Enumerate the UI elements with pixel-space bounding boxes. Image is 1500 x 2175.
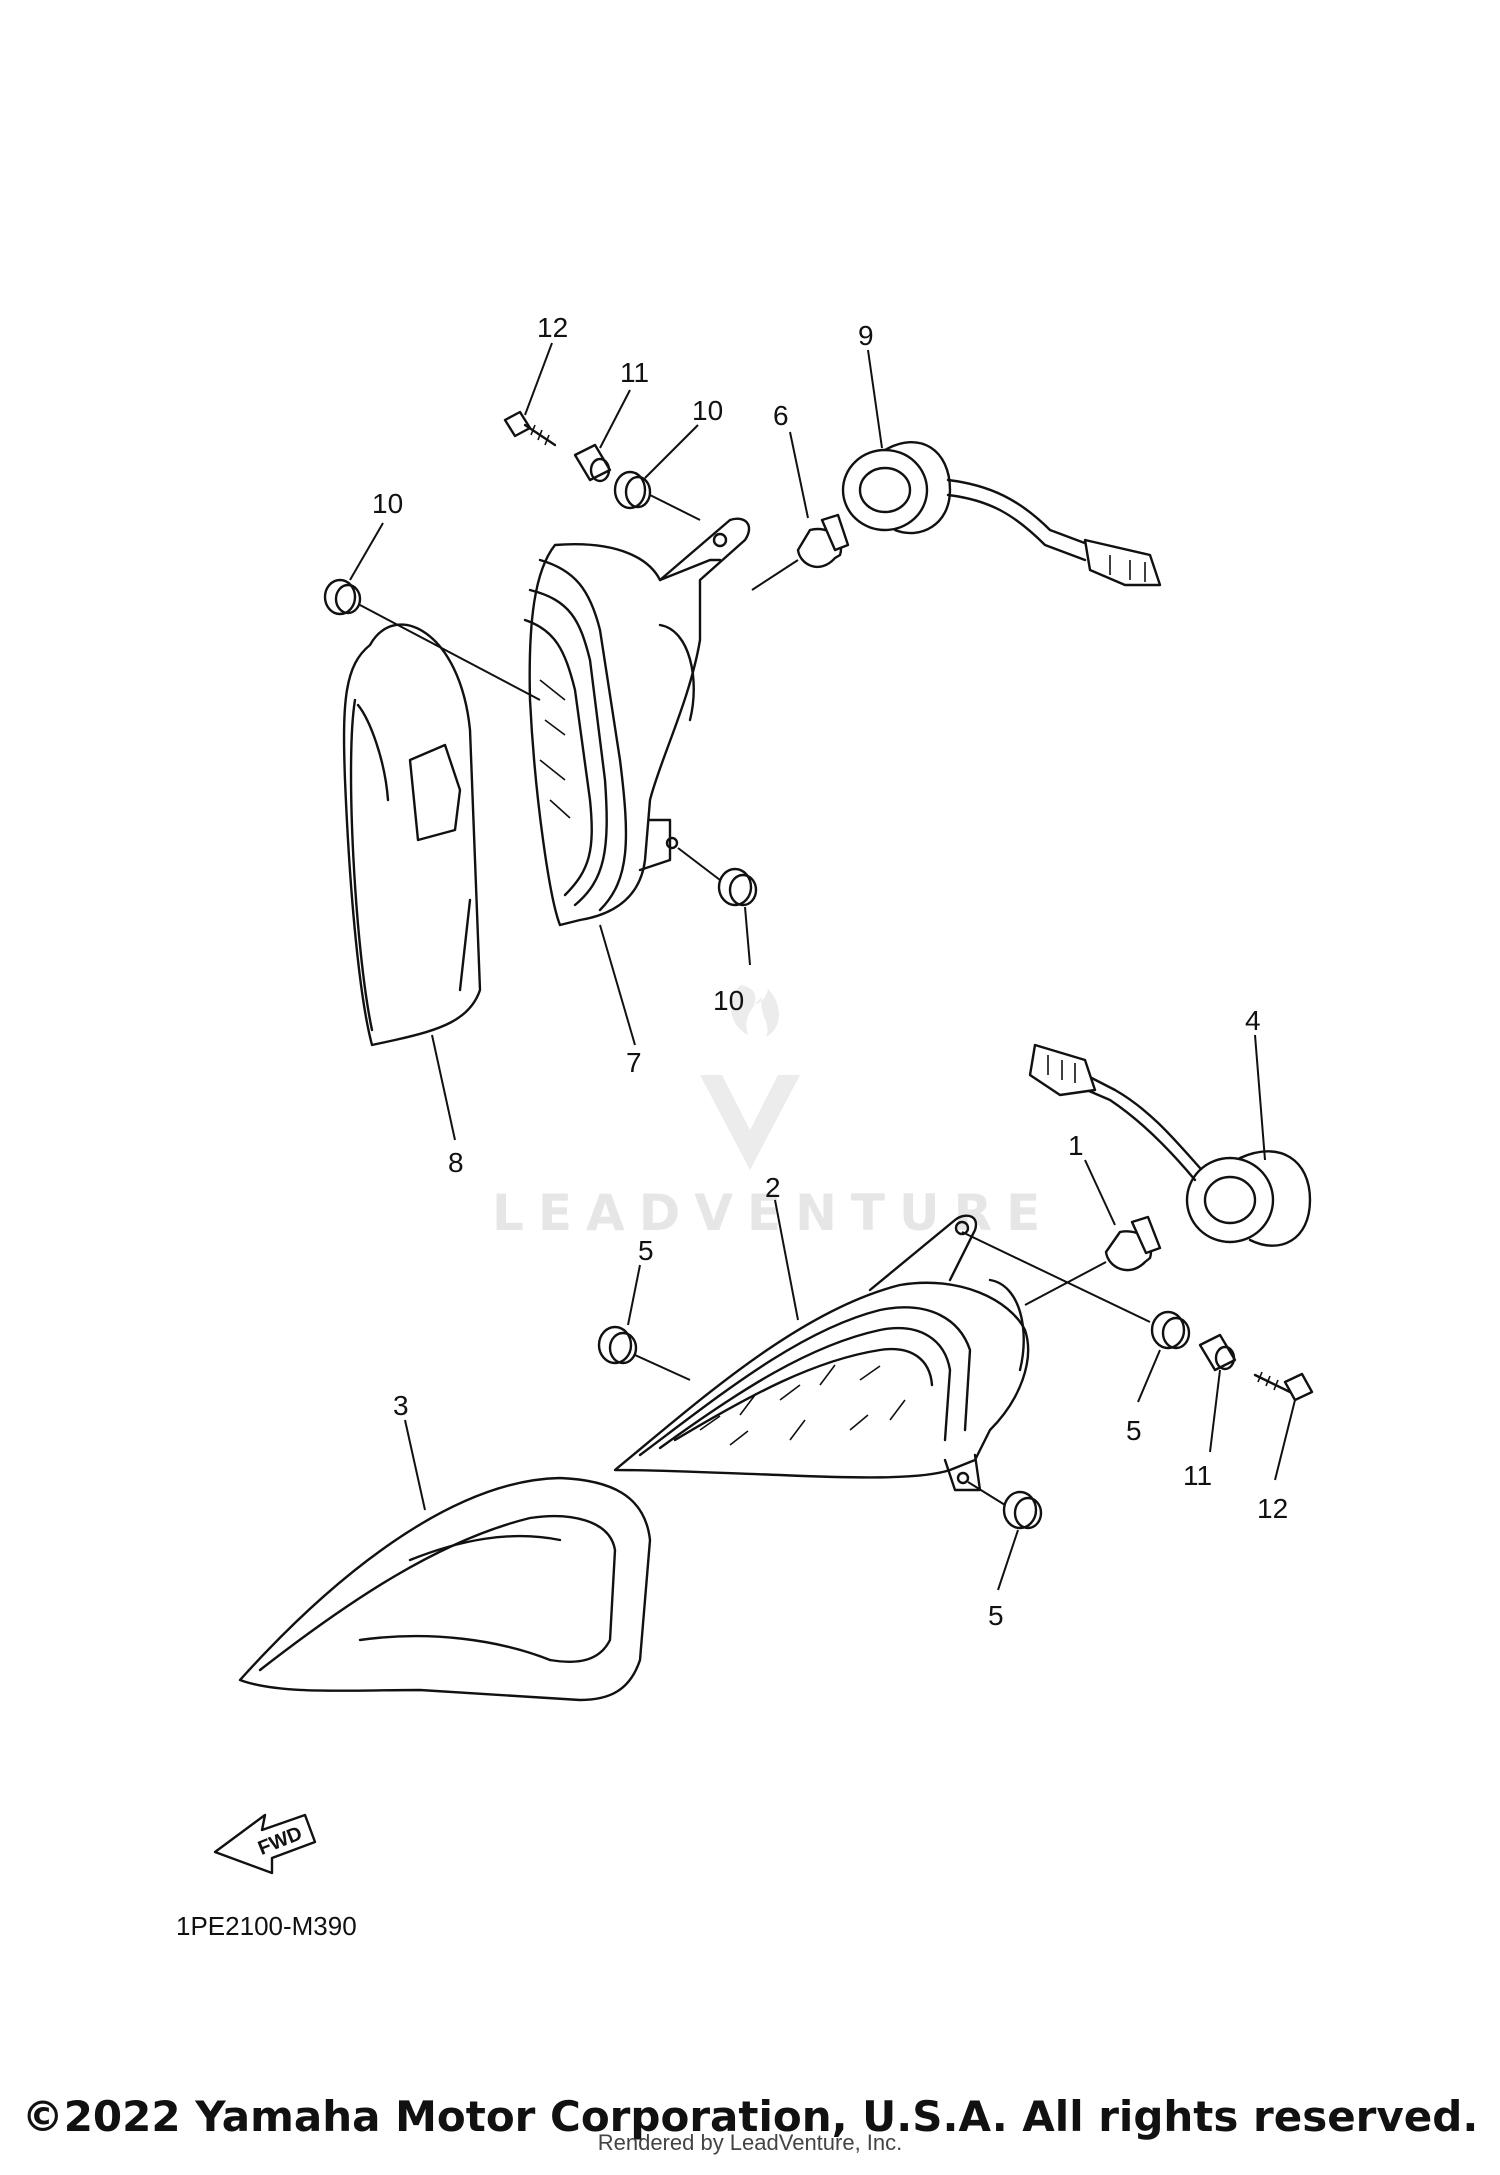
drawing-code: 1PE2100-M390: [176, 1911, 357, 1941]
part-3-lower-lens-cover: [238, 1476, 652, 1702]
callout-4: 4: [1245, 1005, 1261, 1036]
part-5-grommet-top: [597, 1325, 691, 1381]
watermark-text: LEADVENTURE: [492, 1184, 1054, 1242]
callout-10-top: 10: [692, 395, 723, 426]
callout-3: 3: [393, 1390, 409, 1421]
callout-6: 6: [773, 400, 789, 431]
callout-leaders: [349, 342, 1296, 1591]
part-1-lower-bulb: [1024, 1215, 1162, 1306]
part-5-grommet-bottom: [967, 1481, 1043, 1530]
leadventure-watermark: LEADVENTURE: [492, 985, 1054, 1242]
callout-10-left: 10: [372, 488, 403, 519]
rendered-by-notice: Rendered by LeadVenture, Inc.: [597, 2130, 903, 2155]
part-9-upper-socket-harness: [841, 440, 1162, 587]
callout-5-top: 5: [638, 1235, 654, 1266]
part-11-lower-collar: [1198, 1333, 1237, 1372]
callout-2: 2: [765, 1172, 781, 1203]
callout-labels: 12 11 10 6 9 10 10 7 8 1 4 2 5 3 5 11 12…: [372, 312, 1288, 1631]
callout-7: 7: [626, 1047, 642, 1078]
part-10-grommet-bottom: [677, 847, 758, 907]
forward-arrow-icon: FWD: [213, 1813, 317, 1875]
part-7-upper-lamp: [523, 517, 751, 927]
callout-9: 9: [858, 320, 874, 351]
callout-1: 1: [1068, 1130, 1084, 1161]
part-10-grommet-left: [323, 578, 541, 701]
callout-5-bottom: 5: [988, 1600, 1004, 1631]
callout-12-upper: 12: [537, 312, 568, 343]
callout-8: 8: [448, 1147, 464, 1178]
callout-5-right: 5: [1126, 1415, 1142, 1446]
copyright-notice: ©2022 Yamaha Motor Corporation, U.S.A. A…: [21, 2092, 1479, 2141]
part-12-lower-screw: [1253, 1371, 1314, 1402]
callout-12-lower: 12: [1257, 1493, 1288, 1524]
part-8-lens-cover: [342, 623, 482, 1047]
part-2-lower-lamp: [613, 1214, 1030, 1492]
part-12-upper-screw: [503, 410, 557, 447]
callout-11-upper: 11: [620, 357, 649, 388]
part-5-grommet-right: [961, 1231, 1191, 1350]
callout-10-bottom: 10: [713, 985, 744, 1016]
part-6-upper-bulb: [751, 513, 850, 591]
part-11-upper-collar: [573, 443, 612, 483]
part-10-grommet-top: [613, 470, 701, 521]
callout-11-lower: 11: [1183, 1460, 1212, 1491]
part-4-lower-socket-harness: [1028, 1043, 1312, 1247]
